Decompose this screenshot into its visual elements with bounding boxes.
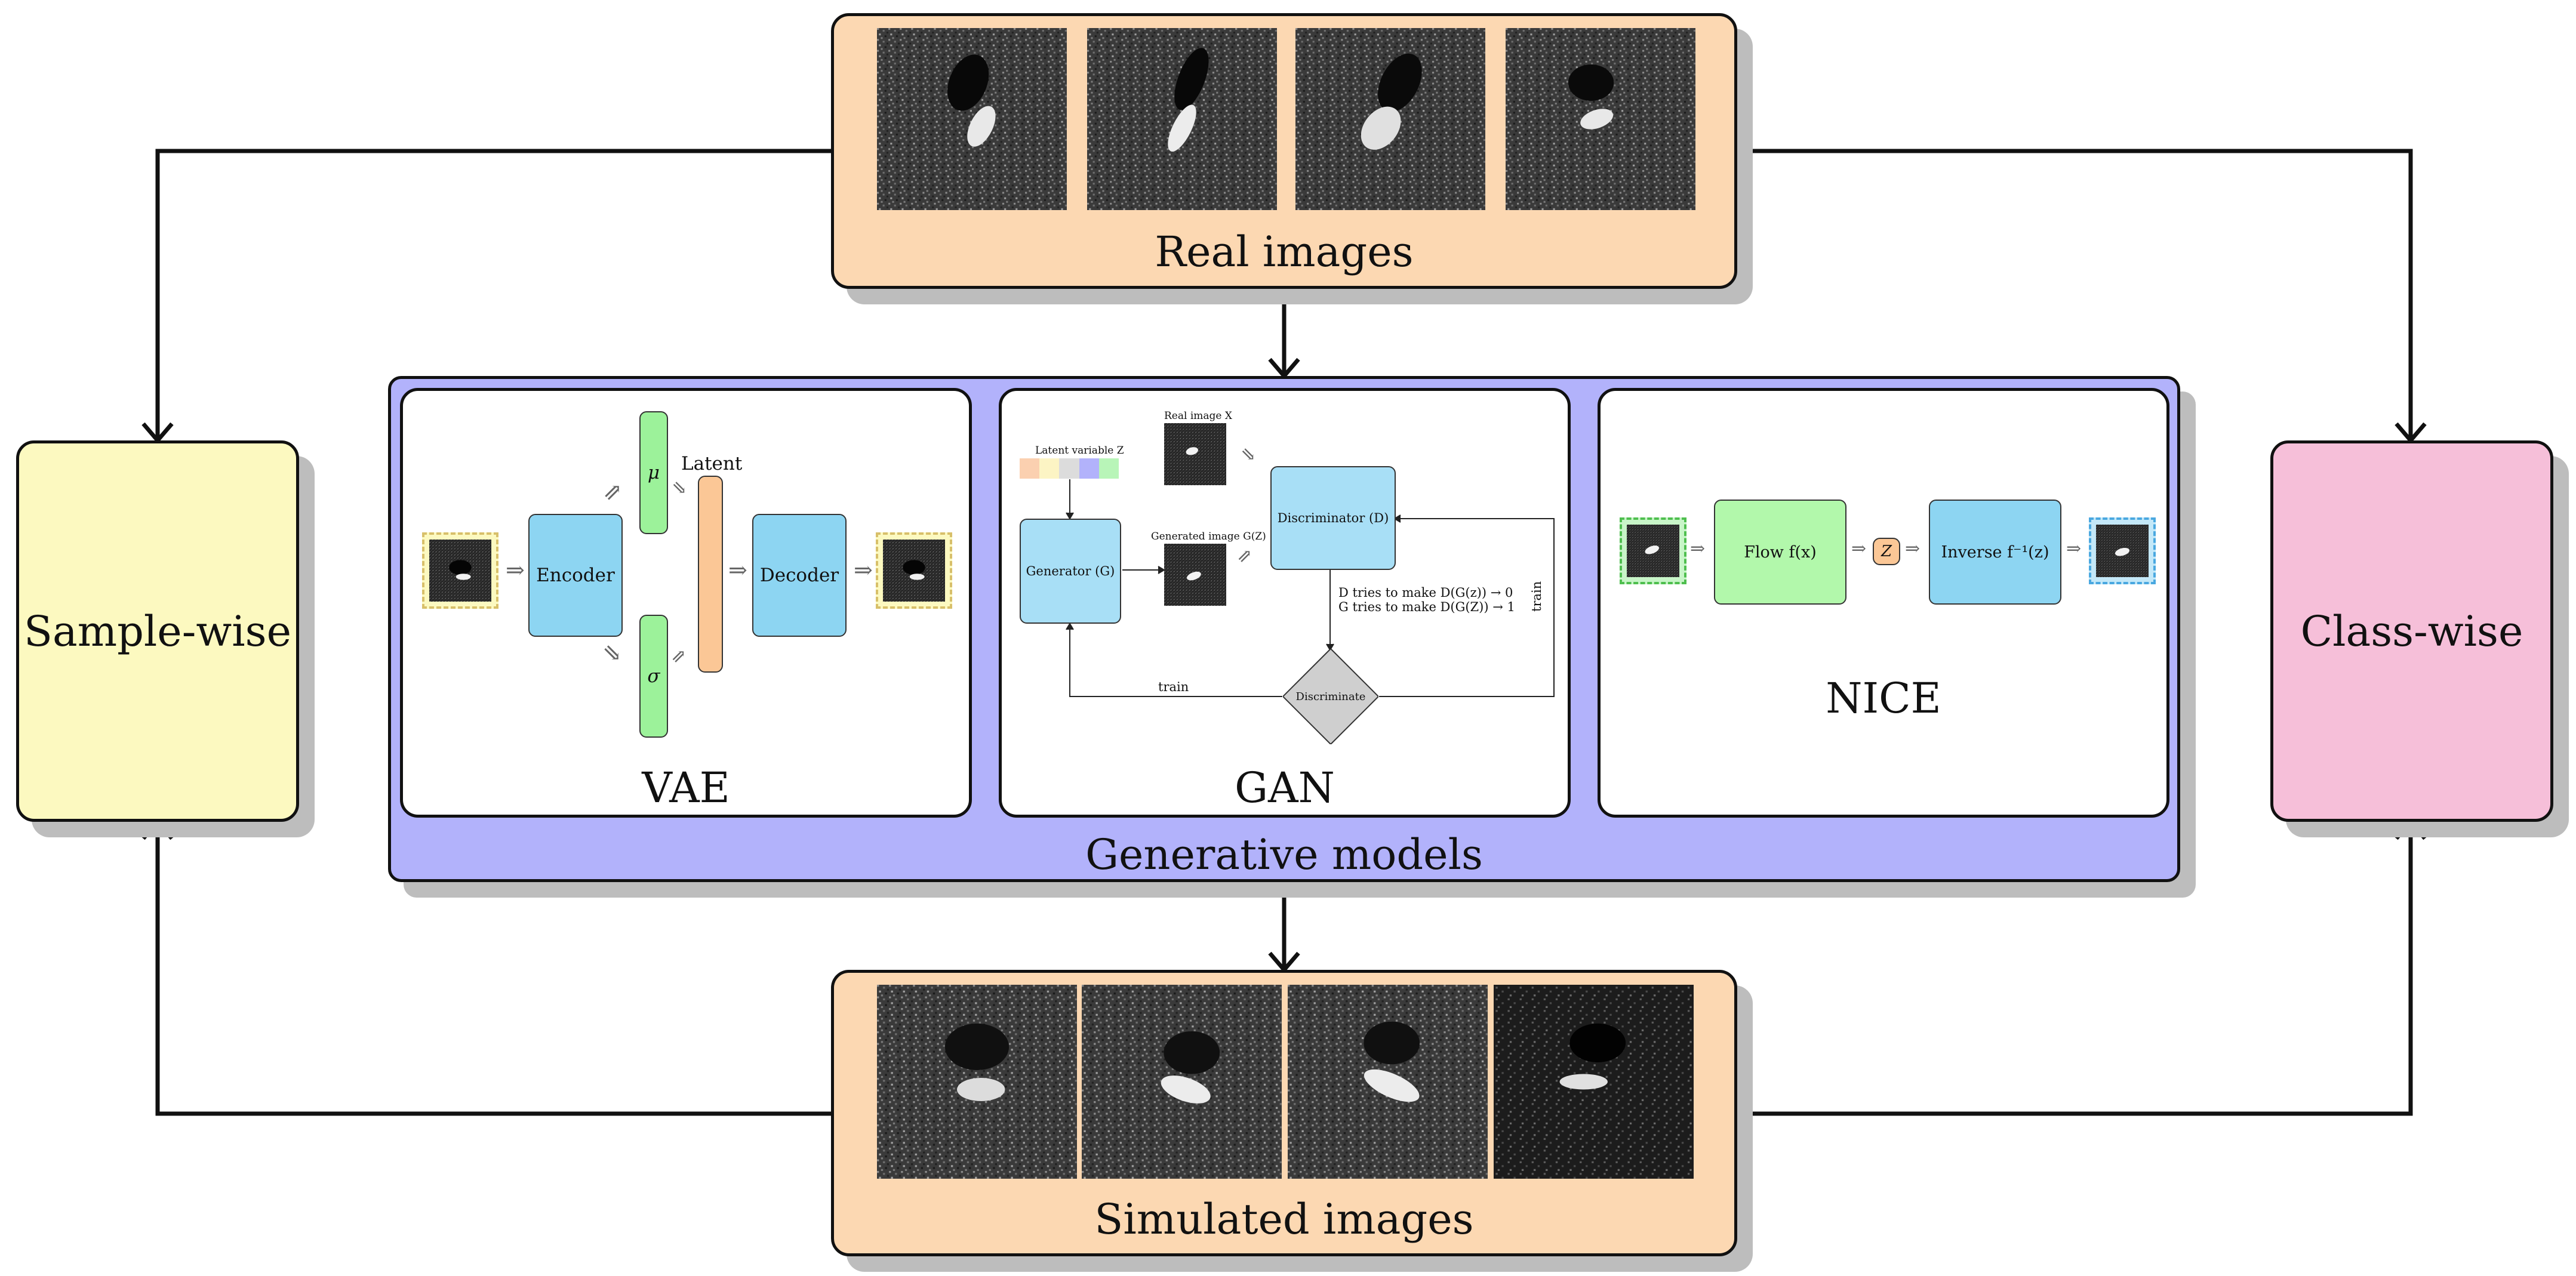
real-image-3 [1295,28,1485,210]
simulated-image-4 [1494,985,1694,1179]
latent-cell-1 [1020,458,1040,479]
gan-note-d: D tries to make D(G(z)) → 0 [1338,585,1513,600]
nice-input-image [1627,525,1679,577]
real-images-box: Real images [831,13,1737,289]
real-images-label: Real images [1155,227,1414,276]
nice-panel: ⇒ Flow f(x) ⇒ Z ⇒ Inverse f⁻¹(z) ⇒ NICE [1598,388,2169,818]
discriminator-node: Discriminator (D) [1270,466,1396,570]
simulated-images-label: Simulated images [1094,1195,1474,1244]
latent-variable-label: Latent variable Z [1035,445,1124,457]
sigma-node: σ [639,615,668,738]
gan-panel: Latent variable Z Real image X ⇒ Generat… [999,388,1571,818]
vae-arrow-decoder: ⇒ [728,557,747,583]
generated-image-label: Generated image G(Z) [1151,531,1266,543]
vae-arrow-mu: ⇒ [596,476,629,508]
nice-arrow-out: ⇒ [2066,538,2082,559]
arrow-real-to-class-wise [1737,149,2413,440]
vae-panel: ⇒ Encoder ⇒ ⇒ μ σ Latent ⇒ ⇒ ⇒ Decoder ⇒… [400,388,972,818]
latent-label: Latent [681,453,743,474]
simulated-images-box: Simulated images [831,970,1737,1256]
sample-wise-label: Sample-wise [24,607,291,656]
real-image-4 [1506,28,1695,210]
vae-title: VAE [642,763,730,812]
class-wise-box: Class-wise [2270,440,2553,822]
real-image-label: Real image X [1164,410,1232,422]
encoder-node: Encoder [528,514,623,637]
vae-arrow-latent-top: ⇒ [666,475,693,501]
gan-real-image [1164,423,1226,485]
arrow-simulated-to-class-wise [1737,822,2413,1116]
sample-wise-box: Sample-wise [16,440,299,822]
discriminate-node: Discriminate [1283,649,1378,744]
nice-arrow-inverse: ⇒ [1905,538,1921,559]
vae-arrow-latent-bottom: ⇒ [666,643,692,669]
simulated-image-3 [1288,985,1488,1179]
flow-node: Flow f(x) [1714,500,1846,605]
gan-connectors [1066,479,1555,697]
mu-node: μ [639,411,668,534]
latent-node [698,476,723,673]
gan-train-left: train [1158,680,1189,694]
latent-cell-4 [1079,458,1099,479]
latent-cell-5 [1098,458,1119,479]
inverse-node: Inverse f⁻¹(z) [1929,500,2061,605]
nice-arrow-in: ⇒ [1690,538,1706,559]
z-node: Z [1873,538,1900,565]
vae-input-image [429,540,491,602]
vae-arrow-out: ⇒ [854,557,873,583]
gan-generated-image [1164,544,1226,606]
class-wise-label: Class-wise [2300,607,2523,656]
vae-arrow-in: ⇒ [506,557,525,583]
real-image-2 [1087,28,1277,210]
arrow-real-to-sample-wise [155,149,831,440]
generative-models-label: Generative models [1085,830,1483,879]
gan-train-right: train [1529,581,1544,612]
nice-output-image [2096,525,2149,577]
arrow-simulated-to-sample-wise [155,822,831,1116]
latent-variable-strip [1020,458,1119,479]
vae-arrow-sigma: ⇒ [596,637,629,669]
discriminate-label: Discriminate [1295,691,1366,703]
gan-title: GAN [1235,763,1335,812]
nice-title: NICE [1826,674,1941,723]
latent-cell-3 [1059,458,1079,479]
generator-node: Generator (G) [1020,519,1121,624]
real-image-1 [877,28,1067,210]
vae-output-image [883,540,945,602]
simulated-image-1 [877,985,1077,1179]
simulated-image-2 [1082,985,1282,1179]
gan-note-g: G tries to make D(G(Z)) → 1 [1338,600,1515,614]
decoder-node: Decoder [752,514,847,637]
latent-cell-2 [1039,458,1060,479]
nice-arrow-z: ⇒ [1851,538,1867,559]
